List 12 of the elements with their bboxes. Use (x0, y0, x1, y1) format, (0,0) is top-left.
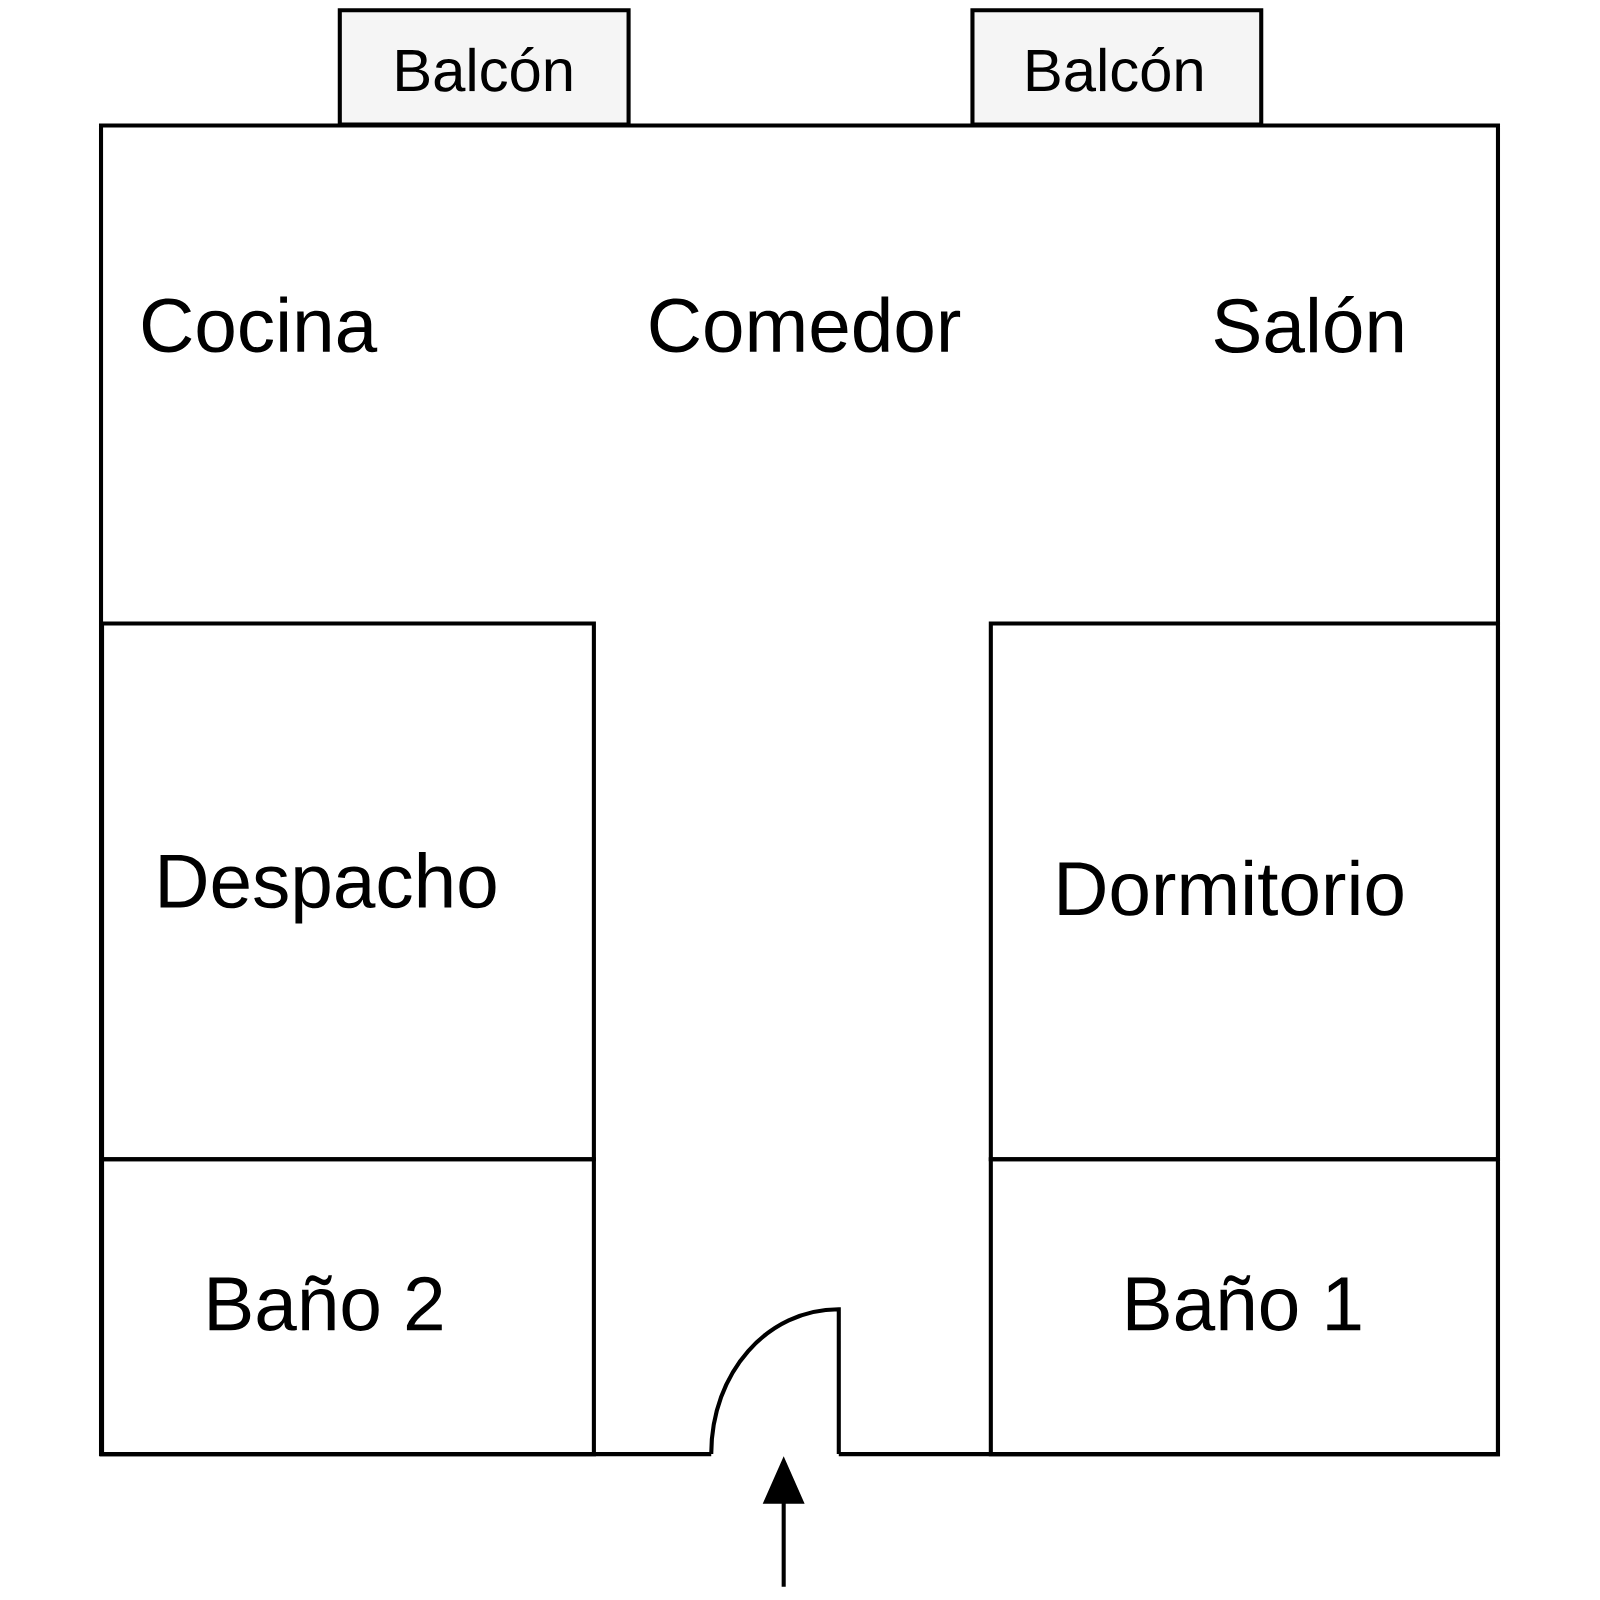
room-label: Despacho (160, 852, 496, 924)
room-label: Balcón (397, 47, 572, 92)
room-label: Cocina (142, 296, 378, 353)
room-label: Baño 1 (1127, 1275, 1361, 1331)
room-box (100, 1157, 596, 1457)
door-drawing (709, 1307, 841, 1455)
room-label: Balcón (1027, 47, 1202, 92)
room-label: Baño 2 (209, 1275, 442, 1331)
room-label: Salón (1214, 295, 1403, 354)
room-label: Dormitorio (1059, 859, 1403, 916)
room-label: Comedor (650, 296, 961, 353)
room-box (988, 1157, 1500, 1457)
